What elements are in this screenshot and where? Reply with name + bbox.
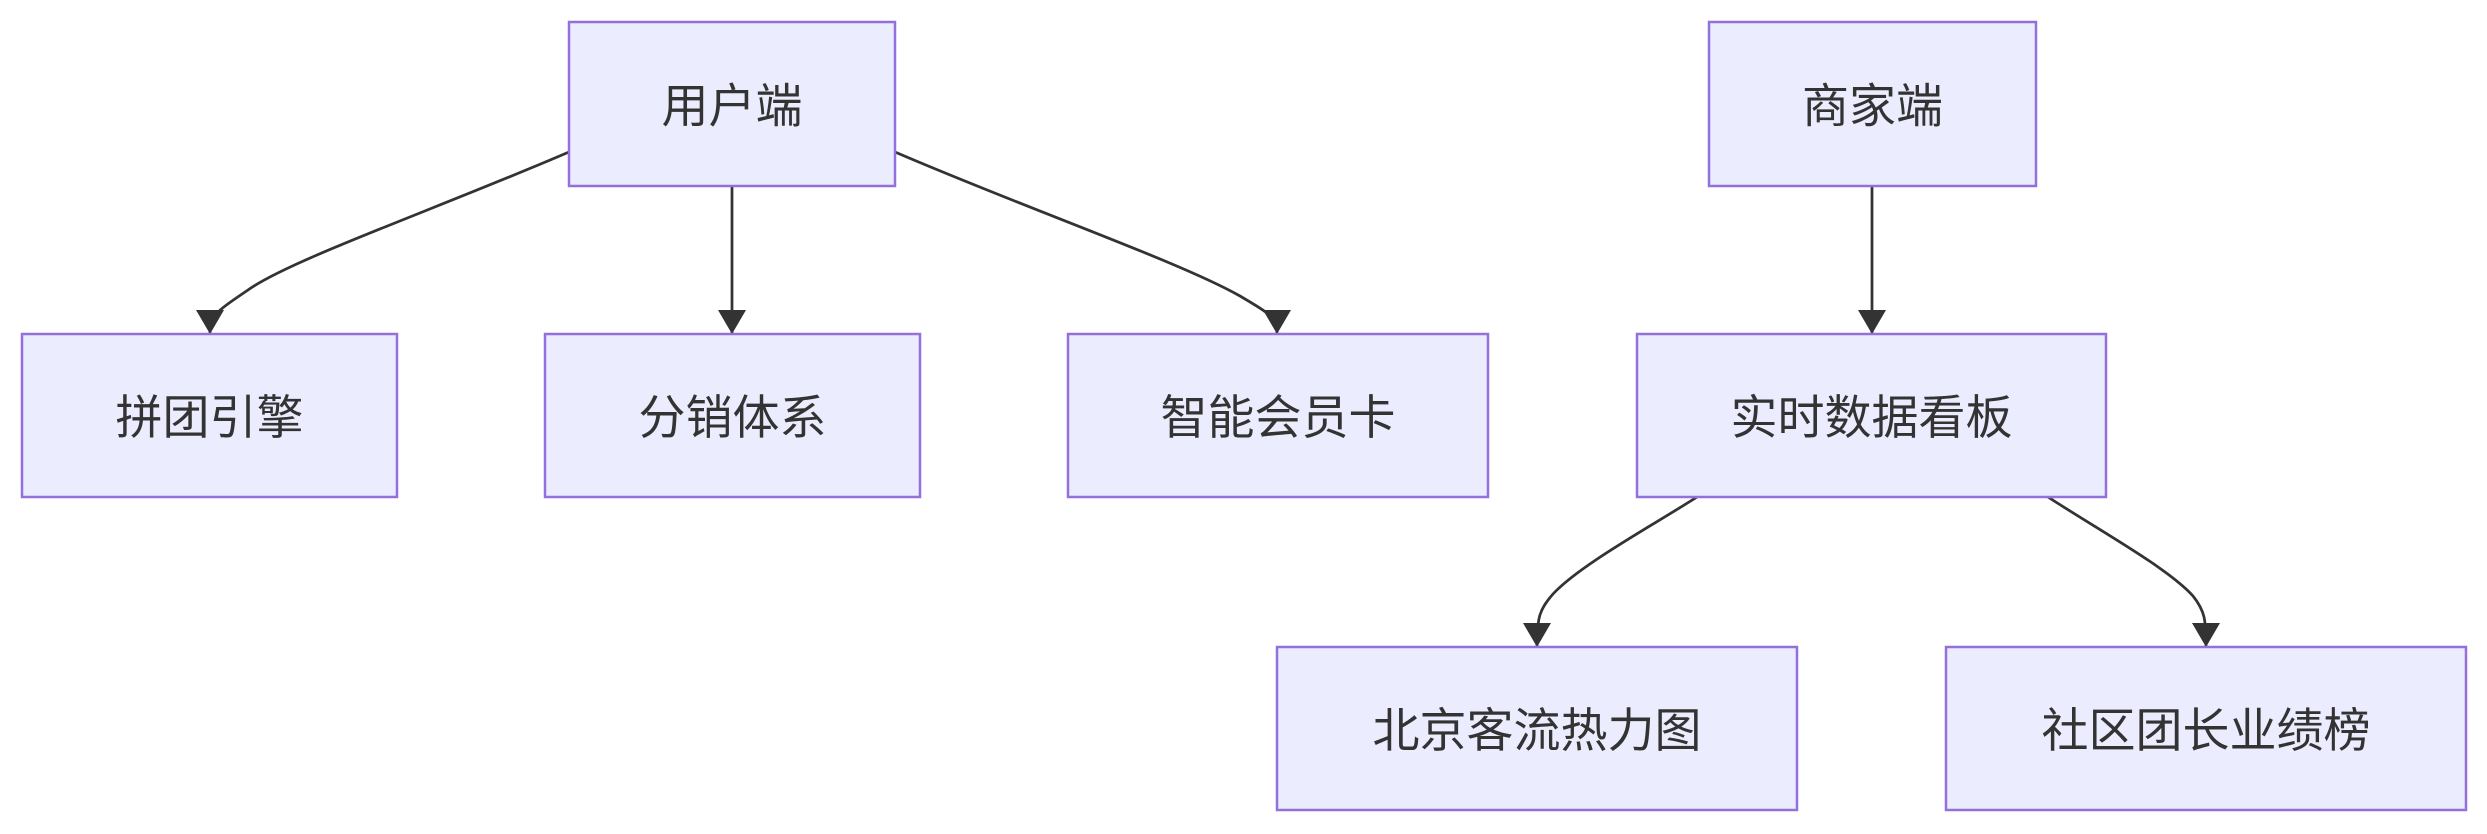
node-user-end: 用户端 — [567, 20, 897, 188]
smart-member-card-box — [1066, 332, 1490, 499]
node-community-leader-board: 社区团长业绩榜 — [1944, 645, 2468, 812]
beijing-heatmap-label: 北京客流热力图 — [1373, 704, 1702, 757]
edge-realtime-dashboard-to-community-leader-board — [2047, 495, 2220, 648]
realtime-dashboard-box — [1635, 332, 2108, 499]
edges-layer — [196, 150, 2220, 648]
node-group-buy-engine: 拼团引擎 — [20, 332, 399, 499]
user-end-label: 用户端 — [662, 80, 803, 133]
merchant-end-box — [1707, 20, 2038, 188]
user-end-box — [567, 20, 897, 188]
realtime-dashboard-label: 实时数据看板 — [1731, 391, 2013, 444]
community-leader-board-box — [1944, 645, 2468, 812]
edge-realtime-dashboard-to-beijing-heatmap — [1523, 495, 1698, 648]
edge-user-end-to-smart-member-card — [894, 150, 1291, 335]
node-smart-member-card: 智能会员卡 — [1066, 332, 1490, 499]
node-merchant-end: 商家端 — [1707, 20, 2038, 188]
node-distribution-system: 分销体系 — [543, 332, 922, 499]
node-beijing-heatmap: 北京客流热力图 — [1275, 645, 1799, 812]
merchant-end-label: 商家端 — [1802, 80, 1943, 133]
distribution-system-label: 分销体系 — [639, 391, 827, 444]
beijing-heatmap-box — [1275, 645, 1799, 812]
edge-user-end-to-group-buy-engine — [196, 150, 570, 335]
community-leader-board-label: 社区团长业绩榜 — [2042, 704, 2371, 757]
group-buy-engine-box — [20, 332, 399, 499]
node-realtime-dashboard: 实时数据看板 — [1635, 332, 2108, 499]
smart-member-card-label: 智能会员卡 — [1161, 391, 1396, 444]
group-buy-engine-label: 拼团引擎 — [116, 391, 304, 444]
distribution-system-box — [543, 332, 922, 499]
